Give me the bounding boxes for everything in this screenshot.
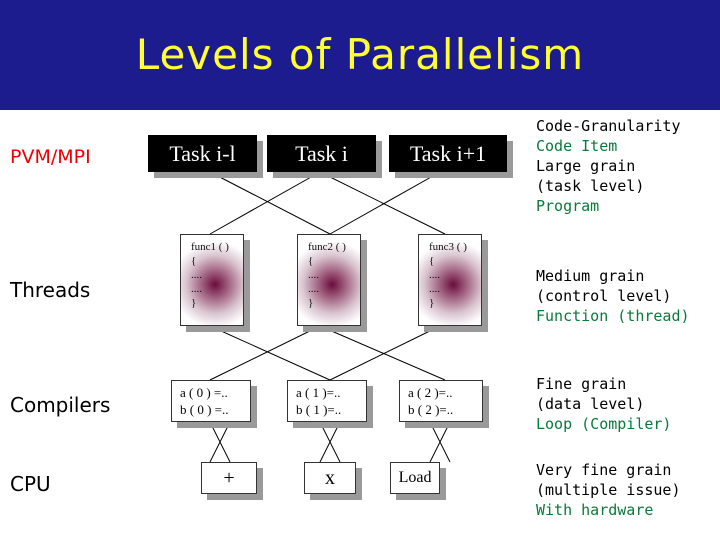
slide-title: Levels of Parallelism — [135, 30, 585, 79]
connector-line — [319, 171, 446, 235]
connector-line — [209, 421, 231, 463]
code-line: } — [429, 297, 435, 309]
annotation-code-granularity: Code-Granularity Code Item Large grain (… — [536, 116, 681, 216]
row-label-threads: Threads — [10, 278, 91, 302]
code-line: .... — [308, 269, 319, 281]
annotation-line: Loop (Compiler) — [536, 415, 672, 433]
function-box: func1 ( ) { .... .... } — [180, 234, 244, 326]
annotation-line: Large grain — [536, 157, 636, 175]
connector-line — [209, 325, 321, 381]
statement-line: a ( 2 )=.. — [408, 385, 453, 400]
annotation-very-fine-grain: Very fine grain (multiple issue) With ha… — [536, 460, 681, 520]
code-line: .... — [308, 283, 319, 295]
header-bar — [0, 0, 720, 110]
connector-line — [319, 325, 446, 381]
annotation-line: Program — [536, 197, 600, 215]
connector-line — [329, 325, 441, 381]
statement-box: a ( 1 )=.. b ( 1 )=.. — [287, 380, 367, 422]
statement-line: b ( 1 )=.. — [296, 402, 342, 417]
statement-box: a ( 0 ) =.. b ( 0 ) =.. — [171, 380, 251, 422]
statement-line: a ( 0 ) =.. — [180, 385, 228, 400]
connector-line — [209, 171, 331, 235]
code-line: .... — [429, 283, 440, 295]
code-line: .... — [191, 269, 202, 281]
row-label-compilers: Compilers — [10, 393, 111, 417]
annotation-line: Medium grain — [536, 267, 645, 285]
statement-line: b ( 0 ) =.. — [180, 402, 229, 417]
connector-line — [209, 171, 321, 235]
row-label-cpu: CPU — [10, 472, 51, 496]
operation-box: Load — [390, 462, 440, 494]
function-box: func2 ( ) { .... .... } — [297, 234, 361, 326]
function-box: func3 ( ) { .... .... } — [418, 234, 482, 326]
connector-line — [329, 171, 441, 235]
statement-box: a ( 2 )=.. b ( 2 )=.. — [399, 380, 483, 422]
statement-line: a ( 1 )=.. — [296, 385, 341, 400]
annotation-line: Fine grain — [536, 375, 627, 393]
code-line: func1 ( ) — [191, 241, 229, 253]
code-line: { — [308, 255, 314, 267]
connector-line — [209, 325, 331, 381]
code-line: .... — [429, 269, 440, 281]
code-line: func2 ( ) — [308, 241, 346, 253]
task-box: Task i+1 — [389, 135, 507, 172]
code-line: .... — [191, 283, 202, 295]
operation-box: + — [201, 462, 257, 494]
annotation-fine-grain: Fine grain (data level) Loop (Compiler) — [536, 374, 671, 434]
code-line: { — [191, 255, 197, 267]
code-line: func3 ( ) — [429, 241, 467, 253]
operation-box: x — [304, 462, 356, 494]
statement-line: b ( 2 )=.. — [408, 402, 454, 417]
annotation-line: (multiple issue) — [536, 481, 681, 499]
code-line: { — [429, 255, 435, 267]
annotation-line: With hardware — [536, 501, 654, 519]
annotation-line: Code Item — [536, 137, 618, 155]
annotation-line: (data level) — [536, 395, 645, 413]
annotation-line: (task level) — [536, 177, 645, 195]
connector-line — [429, 421, 451, 463]
task-box: Task i — [267, 135, 376, 172]
row-label-pvm: PVM/MPI — [10, 146, 91, 168]
task-box: Task i-l — [148, 135, 257, 172]
code-line: } — [308, 297, 314, 309]
annotation-line: Very fine grain — [536, 461, 672, 479]
annotation-line: Code-Granularity — [536, 117, 681, 135]
annotation-line: (control level) — [536, 287, 672, 305]
annotation-line: Function (thread) — [536, 307, 690, 325]
annotation-medium-grain: Medium grain (control level) Function (t… — [536, 266, 690, 326]
code-line: } — [191, 297, 197, 309]
connector-line — [319, 421, 341, 463]
